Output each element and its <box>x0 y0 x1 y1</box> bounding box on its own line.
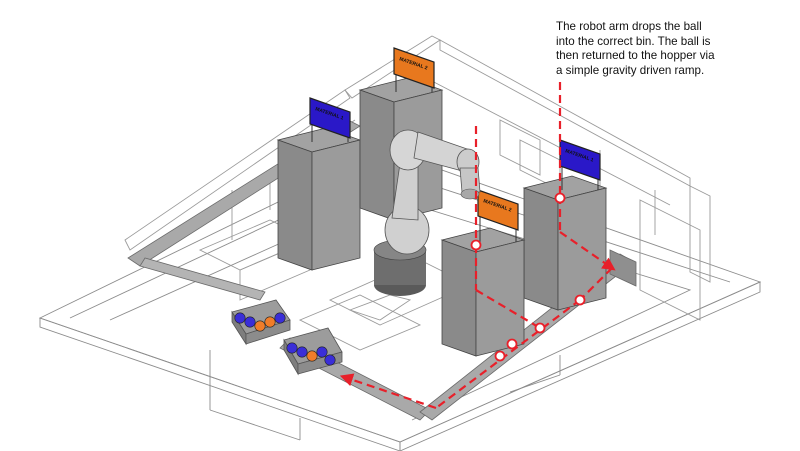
ball-icon <box>286 342 298 354</box>
bin-3: MATERIAL 2 <box>440 189 526 357</box>
bin-4: MATERIAL 1 <box>522 139 608 311</box>
ball-icon <box>296 346 308 358</box>
material-sign <box>309 97 351 139</box>
robot-arm-icon <box>373 129 481 296</box>
ball-icon <box>244 316 256 328</box>
material-sign <box>393 47 435 89</box>
ball-icon <box>254 320 266 332</box>
annotation-line-2: into the correct bin. The ball is <box>556 34 711 48</box>
annotation-line-4: a simple gravity driven ramp. <box>556 63 705 77</box>
path-waypoints <box>470 192 586 362</box>
annotation-text: The robot arm drops the ball into the co… <box>556 20 792 78</box>
material-sign <box>559 139 601 181</box>
ball-icon <box>316 346 328 358</box>
bin-1: MATERIAL 1 <box>276 97 362 271</box>
ball-icon <box>234 312 246 324</box>
ball-icon <box>324 354 336 366</box>
ball-path <box>339 82 616 410</box>
material-sign <box>477 189 519 231</box>
ball-icon <box>274 312 286 324</box>
bin-2: MATERIAL 2 <box>358 47 444 221</box>
annotation-line-3: then returned to the hopper via <box>556 49 715 63</box>
balls-group <box>234 312 336 366</box>
ball-icon <box>264 316 276 328</box>
ball-icon <box>306 350 318 362</box>
annotation-line-1: The robot arm drops the ball <box>556 20 702 33</box>
